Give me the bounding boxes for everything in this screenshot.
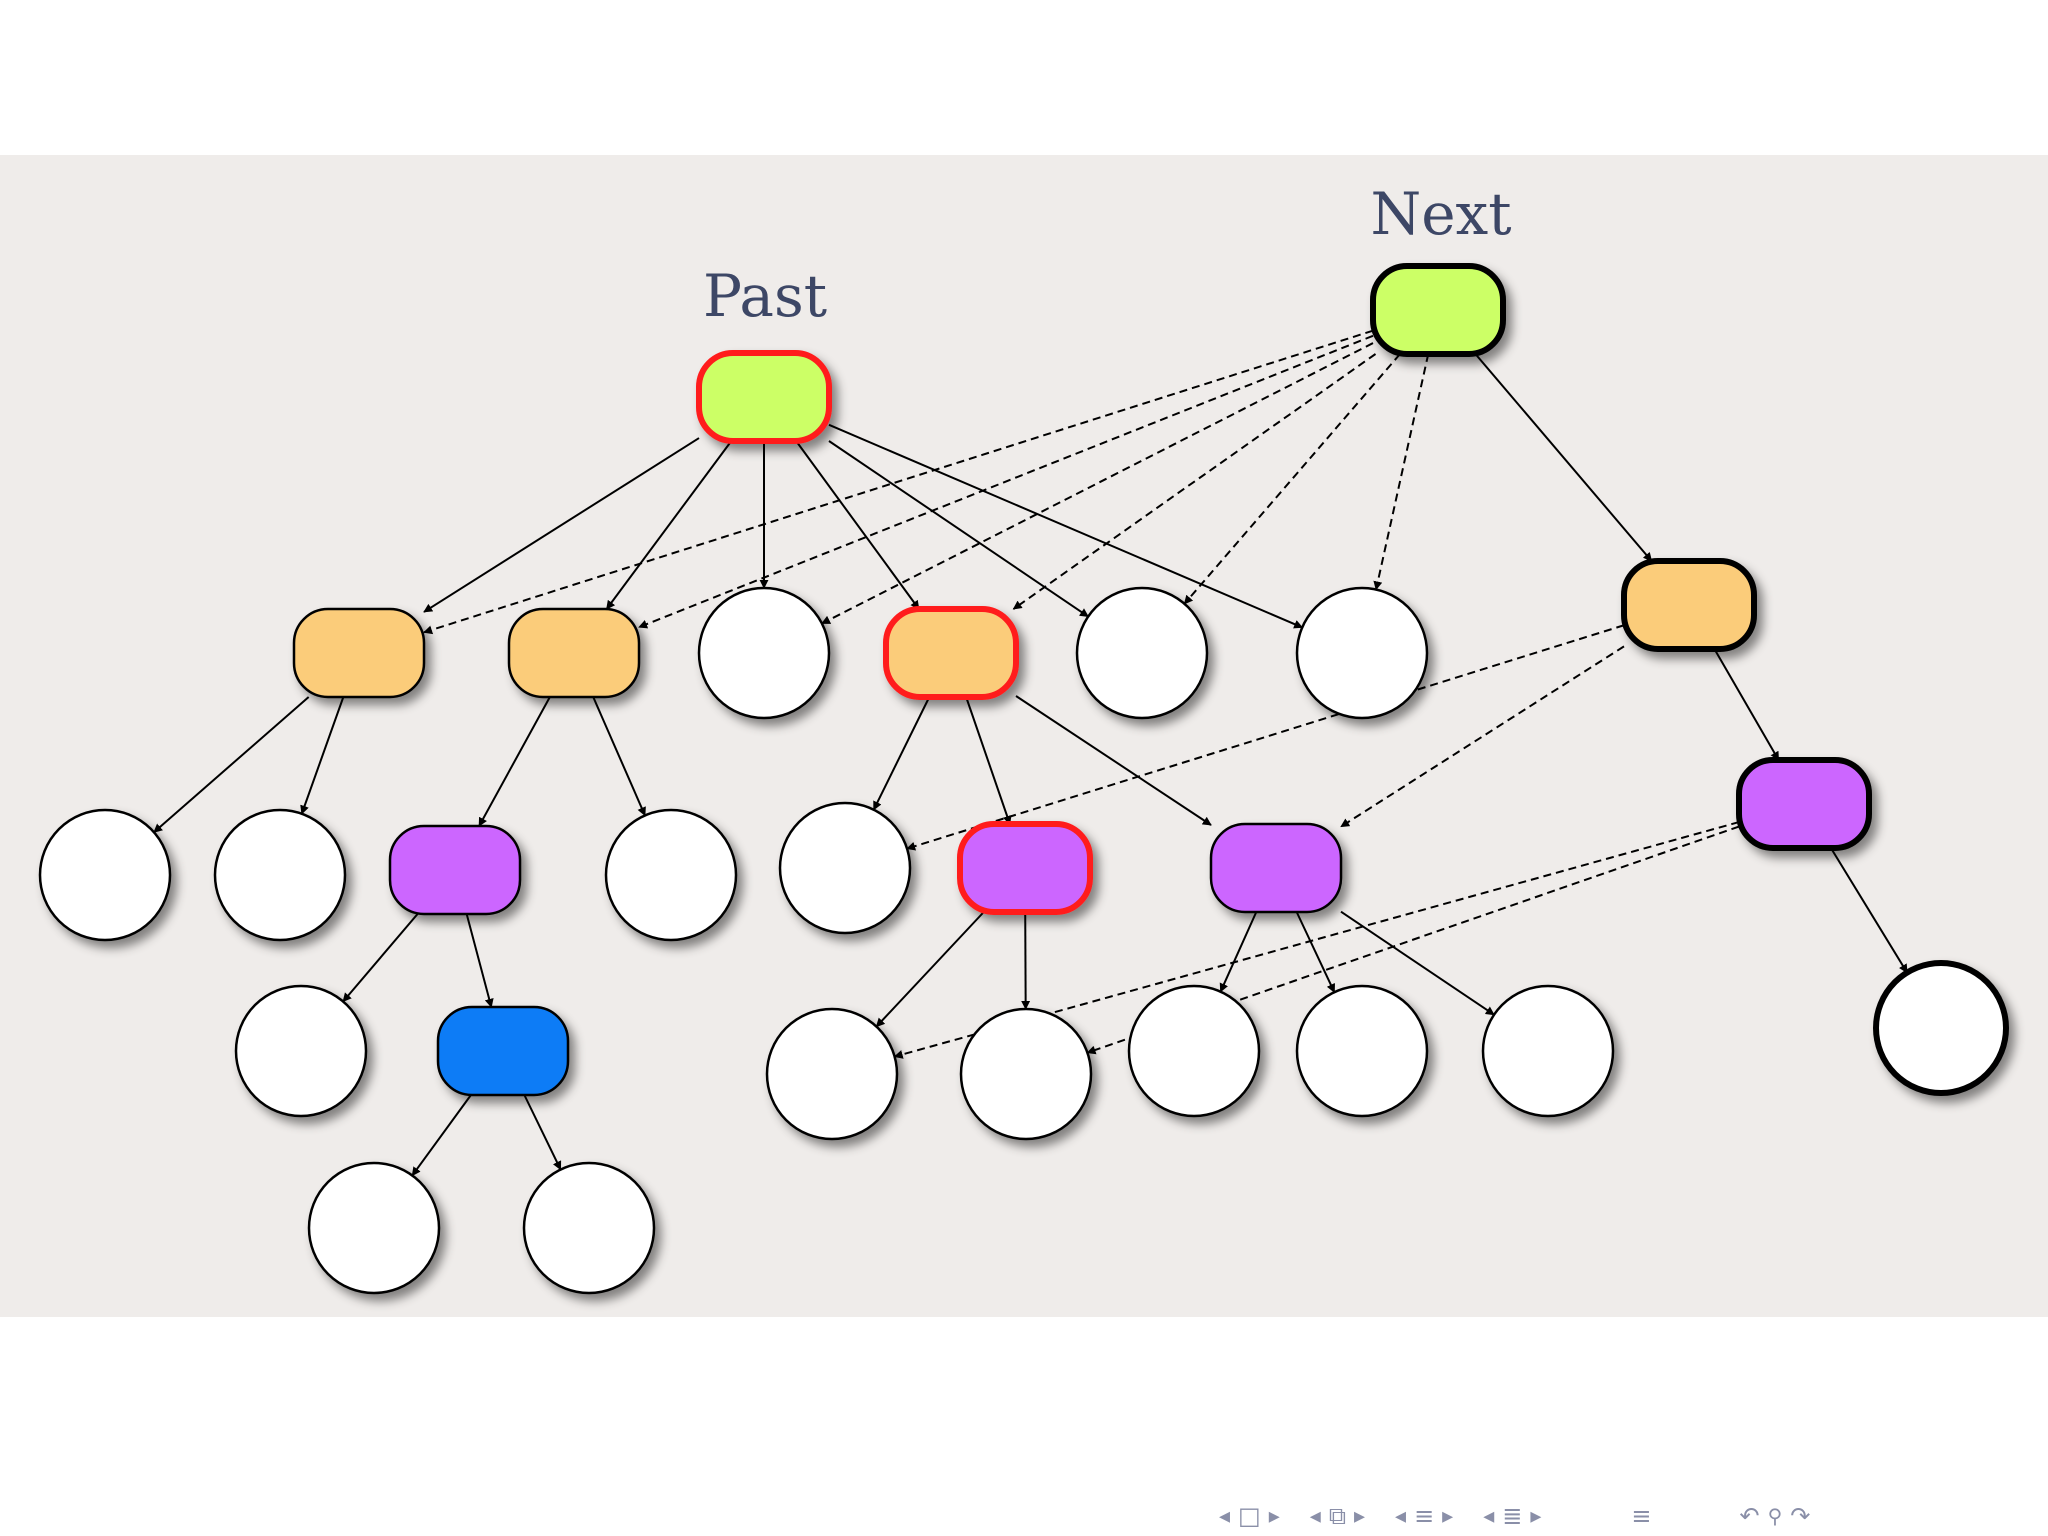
nav-group-menu: ≡ [1627, 1502, 1655, 1530]
nav-section-icon[interactable]: ≡ [1414, 1502, 1435, 1530]
node-b4-white-circle [1127, 984, 1261, 1118]
node-a2-white-circle [213, 808, 347, 942]
background-panel [0, 155, 2048, 1317]
node-b2-white-circle [765, 1007, 899, 1141]
nav-subsection-icon[interactable]: ⧉ [1328, 1502, 1346, 1530]
nav-frame-next-icon[interactable]: ▸ [1268, 1503, 1280, 1529]
nav-section-prev-icon[interactable]: ◂ [1395, 1503, 1407, 1529]
edge-o1-to-a1 [153, 696, 310, 833]
nav-redo-icon[interactable]: ↷ [1790, 1502, 1811, 1530]
node-o1-orange-rounded [292, 607, 426, 699]
node-w2-white-circle [1075, 586, 1209, 720]
nav-document-prev-icon[interactable]: ◂ [1483, 1503, 1495, 1529]
edge-o4-to-p3-dashed [1340, 645, 1625, 828]
edge-p3-to-b6 [1340, 910, 1495, 1016]
edge-o4-to-p4 [1713, 648, 1780, 761]
edge-o3-to-p3 [1015, 695, 1212, 826]
edge-p1-to-blue [465, 913, 494, 1008]
past-label: Past [703, 262, 827, 330]
node-past-green-rounded [696, 350, 832, 444]
nav-group-frame: ◂ □ ▸ [1215, 1502, 1284, 1530]
node-next-green-rounded [1370, 263, 1506, 357]
nav-menu-icon[interactable]: ≡ [1631, 1502, 1652, 1530]
nav-undo-icon[interactable]: ↶ [1739, 1502, 1760, 1530]
node-c2-white-circle [522, 1161, 656, 1295]
edge-o2-to-a3 [592, 696, 646, 817]
edge-p4-to-b7 [1830, 847, 1908, 974]
node-a4-white-circle [778, 801, 912, 935]
edge-next-to-o3-dashed [1012, 353, 1377, 610]
edge-past-to-o2 [605, 440, 733, 610]
edge-next-to-o4 [1474, 353, 1653, 562]
edges-layer [153, 329, 1908, 1177]
edge-next-to-o1-dashed [423, 329, 1374, 635]
nav-frame-icon[interactable]: □ [1238, 1502, 1261, 1530]
node-p1-purple-rounded [388, 824, 522, 916]
nav-group-document: ◂ ≣ ▸ [1479, 1502, 1545, 1530]
node-b1-white-circle [234, 984, 368, 1118]
node-p3-purple-rounded [1209, 822, 1343, 914]
nav-section-next-icon[interactable]: ▸ [1442, 1503, 1454, 1529]
edge-p3-to-b4 [1219, 911, 1258, 993]
edge-blue-to-c1 [411, 1094, 472, 1177]
edge-blue-to-c2 [523, 1094, 562, 1171]
node-b7-white-circle [1873, 960, 2009, 1096]
nav-group-section: ◂ ≡ ▸ [1391, 1502, 1457, 1530]
node-p2-purple-rounded [957, 821, 1093, 915]
node-b3-white-circle [959, 1007, 1093, 1141]
edge-o3-to-p2 [965, 696, 1012, 825]
edge-past-to-o3 [795, 440, 920, 610]
edge-next-to-w3-dashed [1373, 353, 1430, 591]
edge-p1-to-b1 [342, 913, 419, 1003]
node-p4-purple-rounded [1736, 757, 1872, 851]
edge-next-to-o2-dashed [638, 334, 1374, 629]
edge-past-to-o1 [423, 437, 700, 613]
edge-past-to-w3 [828, 423, 1304, 629]
nav-document-icon[interactable]: ≣ [1502, 1502, 1523, 1530]
nav-search-icon[interactable]: ⚲ [1767, 1504, 1783, 1528]
edge-next-to-w2-dashed [1183, 353, 1401, 605]
nav-subsection-next-icon[interactable]: ▸ [1353, 1503, 1366, 1529]
node-o2-orange-rounded [507, 607, 641, 699]
node-blue-blue-rounded [436, 1005, 570, 1097]
node-w3-white-circle [1295, 586, 1429, 720]
edge-p3-to-b5 [1295, 911, 1336, 993]
nav-subsection-prev-icon[interactable]: ◂ [1309, 1503, 1321, 1529]
nav-document-next-icon[interactable]: ▸ [1530, 1503, 1542, 1529]
node-b6-white-circle [1481, 984, 1615, 1118]
node-o3-orange-rounded [883, 606, 1019, 700]
node-b5-white-circle [1295, 984, 1429, 1118]
nav-frame-prev-icon[interactable]: ◂ [1219, 1503, 1231, 1529]
nav-group-search: ↶ ⚲ ↷ [1736, 1502, 1815, 1530]
edge-o4-to-a4-dashed [906, 624, 1625, 851]
node-w1-white-circle [697, 586, 831, 720]
beamer-navigation-bar: ◂ □ ▸ ◂ ⧉ ▸ ◂ ≡ ▸ ◂ ≣ ▸ ≡ ↶ ⚲ ↷ [1215, 1498, 1836, 1534]
node-o4-orange-rounded [1621, 558, 1757, 652]
edge-o1-to-a2 [300, 696, 345, 815]
nodes-layer [38, 263, 2009, 1295]
edge-o3-to-a4 [872, 696, 931, 811]
node-a3-white-circle [604, 808, 738, 942]
edge-o2-to-p1 [478, 696, 551, 827]
node-c1-white-circle [307, 1161, 441, 1295]
edge-p2-to-b2 [875, 911, 985, 1028]
nav-group-subsection: ◂ ⧉ ▸ [1306, 1502, 1369, 1530]
next-label: Next [1370, 180, 1511, 248]
node-a1-white-circle [38, 808, 172, 942]
